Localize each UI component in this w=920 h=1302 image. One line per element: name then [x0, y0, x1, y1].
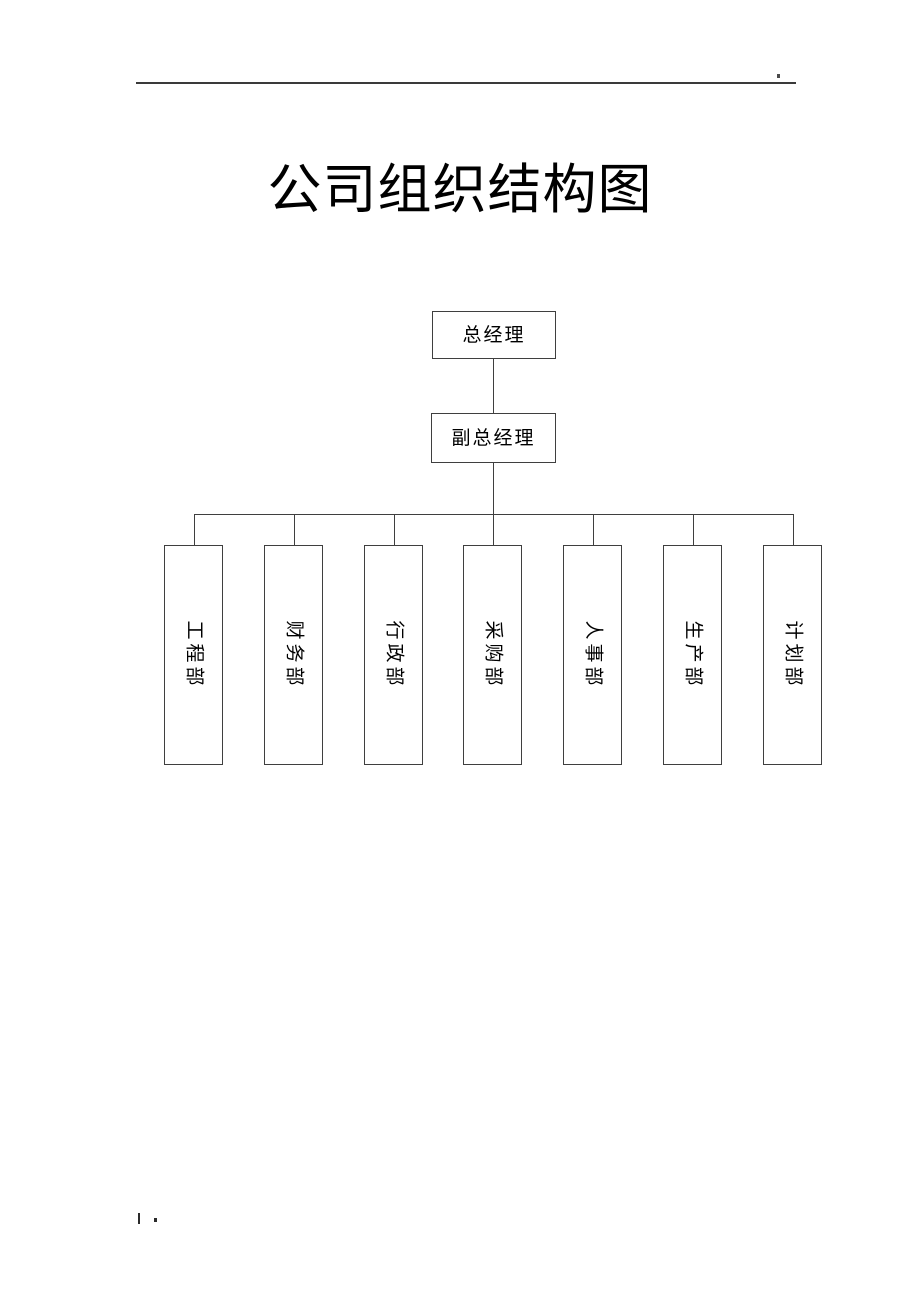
org-node-department-1: 工程部: [164, 545, 223, 765]
connector-gm-to-dgm: [493, 359, 494, 413]
org-node-label: 人事部: [582, 620, 604, 690]
org-node-department-4: 采购部: [463, 545, 522, 765]
connector-bus: [194, 514, 794, 515]
org-node-label: 财务部: [283, 620, 305, 690]
connector-drop-5: [593, 514, 594, 545]
org-node-label: 采购部: [482, 620, 504, 690]
footer-mark-left: [138, 1213, 140, 1224]
connector-drop-7: [793, 514, 794, 545]
connector-drop-2: [294, 514, 295, 545]
org-node-label: 总经理: [462, 324, 526, 346]
footer-mark-right: [154, 1218, 157, 1222]
org-node-department-3: 行政部: [364, 545, 423, 765]
connector-drop-6: [693, 514, 694, 545]
connector-dgm-trunk: [493, 463, 494, 515]
org-node-deputy-general-manager: 副总经理: [431, 413, 556, 463]
org-node-department-2: 财务部: [264, 545, 323, 765]
org-node-department-7: 计划部: [763, 545, 822, 765]
page-title: 公司组织结构图: [267, 158, 653, 221]
connector-drop-3: [394, 514, 395, 545]
org-node-label: 行政部: [383, 620, 405, 690]
org-node-department-6: 生产部: [663, 545, 722, 765]
connector-drop-4: [493, 514, 494, 545]
header-rule: [136, 82, 796, 84]
org-node-general-manager: 总经理: [432, 311, 556, 359]
org-node-label: 计划部: [782, 620, 804, 690]
org-node-label: 生产部: [682, 620, 704, 690]
org-node-label: 工程部: [183, 620, 205, 690]
org-node-label: 副总经理: [451, 427, 536, 449]
header-mark: [777, 74, 780, 78]
org-node-department-5: 人事部: [563, 545, 622, 765]
connector-drop-1: [194, 514, 195, 545]
